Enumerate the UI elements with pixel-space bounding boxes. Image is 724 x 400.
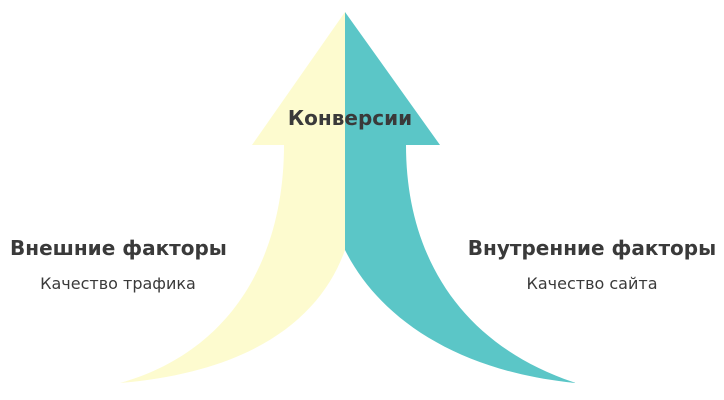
- right-arrow-half: [345, 12, 576, 383]
- left-subtitle: Качество трафика: [40, 274, 196, 293]
- left-arrow-half: [120, 12, 345, 383]
- right-subtitle: Качество сайта: [526, 274, 658, 293]
- center-title: Конверсии: [287, 106, 413, 130]
- left-title: Внешние факторы: [10, 236, 227, 260]
- right-title: Внутренние факторы: [467, 236, 717, 260]
